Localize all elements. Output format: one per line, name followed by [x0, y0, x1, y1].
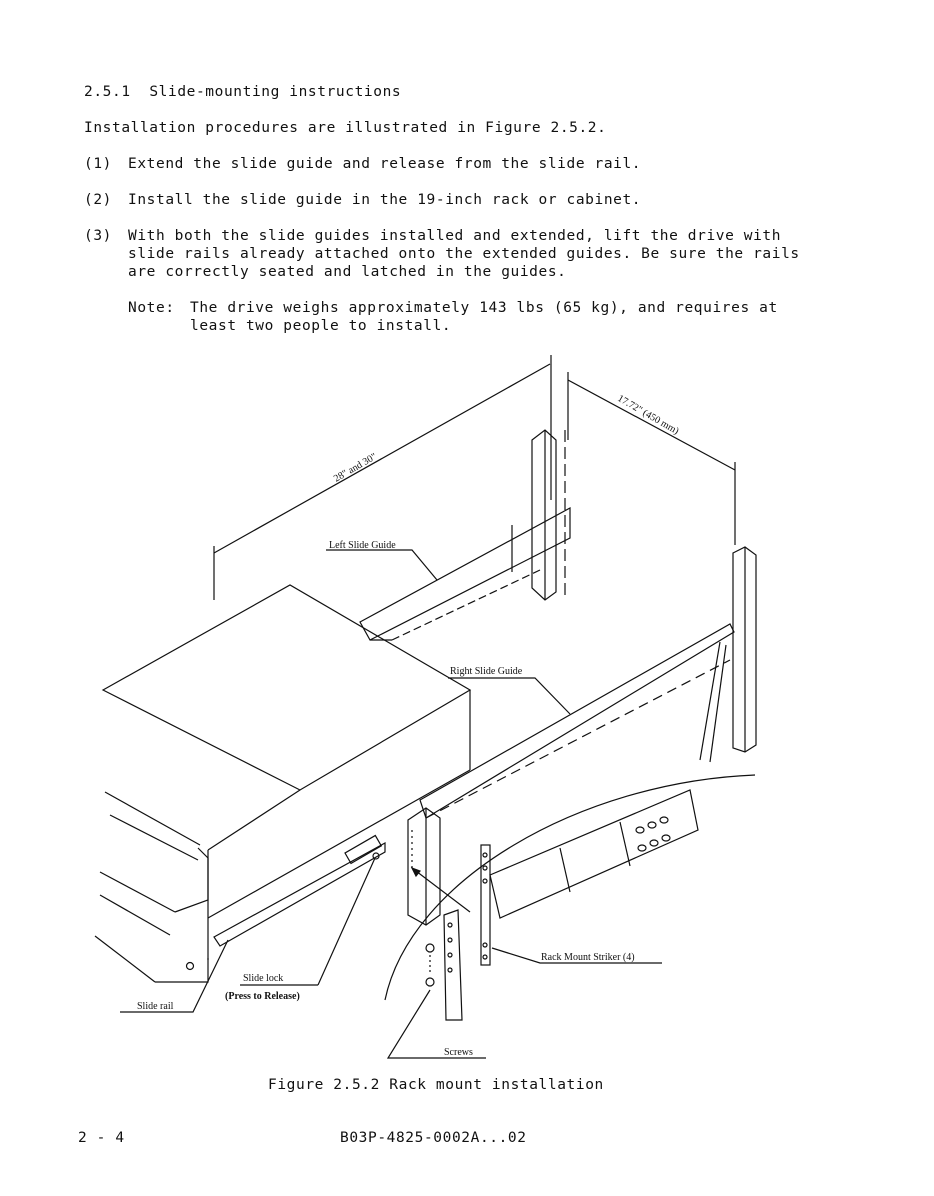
- detail-callout-arc: [384, 774, 756, 1001]
- figure-caption: Figure 2.5.2 Rack mount installation: [268, 1077, 604, 1093]
- step-2-number: (2): [84, 192, 112, 208]
- width-dimension: 17.72" (450 mm): [567, 372, 736, 545]
- screws-label: Screws: [444, 1047, 473, 1058]
- note-line-1: The drive weighs approximately 143 lbs (…: [190, 300, 778, 316]
- detail-slide-guide: [489, 789, 699, 919]
- page-number: 2 - 4: [78, 1130, 125, 1146]
- depth-dimension-label: 28" and 30": [332, 451, 379, 484]
- slide-lock-label: Slide lock: [243, 973, 283, 984]
- rear-left-post: [531, 429, 566, 601]
- slide-rail-label: Slide rail: [137, 1001, 174, 1012]
- intro-text: Installation procedures are illustrated …: [84, 120, 607, 136]
- left-slide-guide: [359, 506, 571, 641]
- right-slide-guide: [419, 623, 735, 819]
- front-right-post: [407, 807, 441, 926]
- rear-right-post: [732, 546, 757, 753]
- step-3-line-2: slide rails already attached onto the ex…: [128, 246, 800, 262]
- step-1-number: (1): [84, 156, 112, 172]
- section-number: 2.5.1: [84, 84, 131, 100]
- press-to-release-label: (Press to Release): [225, 991, 300, 1002]
- step-3-line-3: are correctly seated and latched in the …: [128, 264, 567, 280]
- right-slide-guide-label: Right Slide Guide: [450, 666, 523, 677]
- depth-dimension: 28" and 30": [213, 355, 552, 600]
- rack-mount-striker-label: Rack Mount Striker (4): [541, 952, 635, 963]
- drive-unit: [94, 584, 472, 983]
- step-2-text: Install the slide guide in the 19-inch r…: [128, 192, 642, 208]
- step-3-number: (3): [84, 228, 112, 244]
- note-line-2: least two people to install.: [190, 318, 452, 334]
- detail-screws: [425, 943, 435, 987]
- document-number: B03P-4825-0002A...02: [340, 1130, 527, 1146]
- detail-rack-striker: [443, 844, 491, 1021]
- section-title: Slide-mounting instructions: [149, 84, 402, 100]
- left-slide-guide-label: Left Slide Guide: [329, 540, 396, 551]
- label-leaders: [120, 549, 662, 1059]
- drive-slide-rail: [213, 834, 386, 947]
- section-heading: 2.5.1 Slide-mounting instructions: [84, 84, 401, 100]
- detail-arrow: [411, 867, 471, 913]
- width-dimension-label: 17.72" (450 mm): [616, 393, 681, 437]
- step-3-line-1: With both the slide guides installed and…: [128, 228, 782, 244]
- step-1-text: Extend the slide guide and release from …: [128, 156, 642, 172]
- rack-mount-diagram: 28" and 30" 17.72" (450 mm): [94, 355, 757, 1059]
- note-label: Note:: [128, 300, 175, 316]
